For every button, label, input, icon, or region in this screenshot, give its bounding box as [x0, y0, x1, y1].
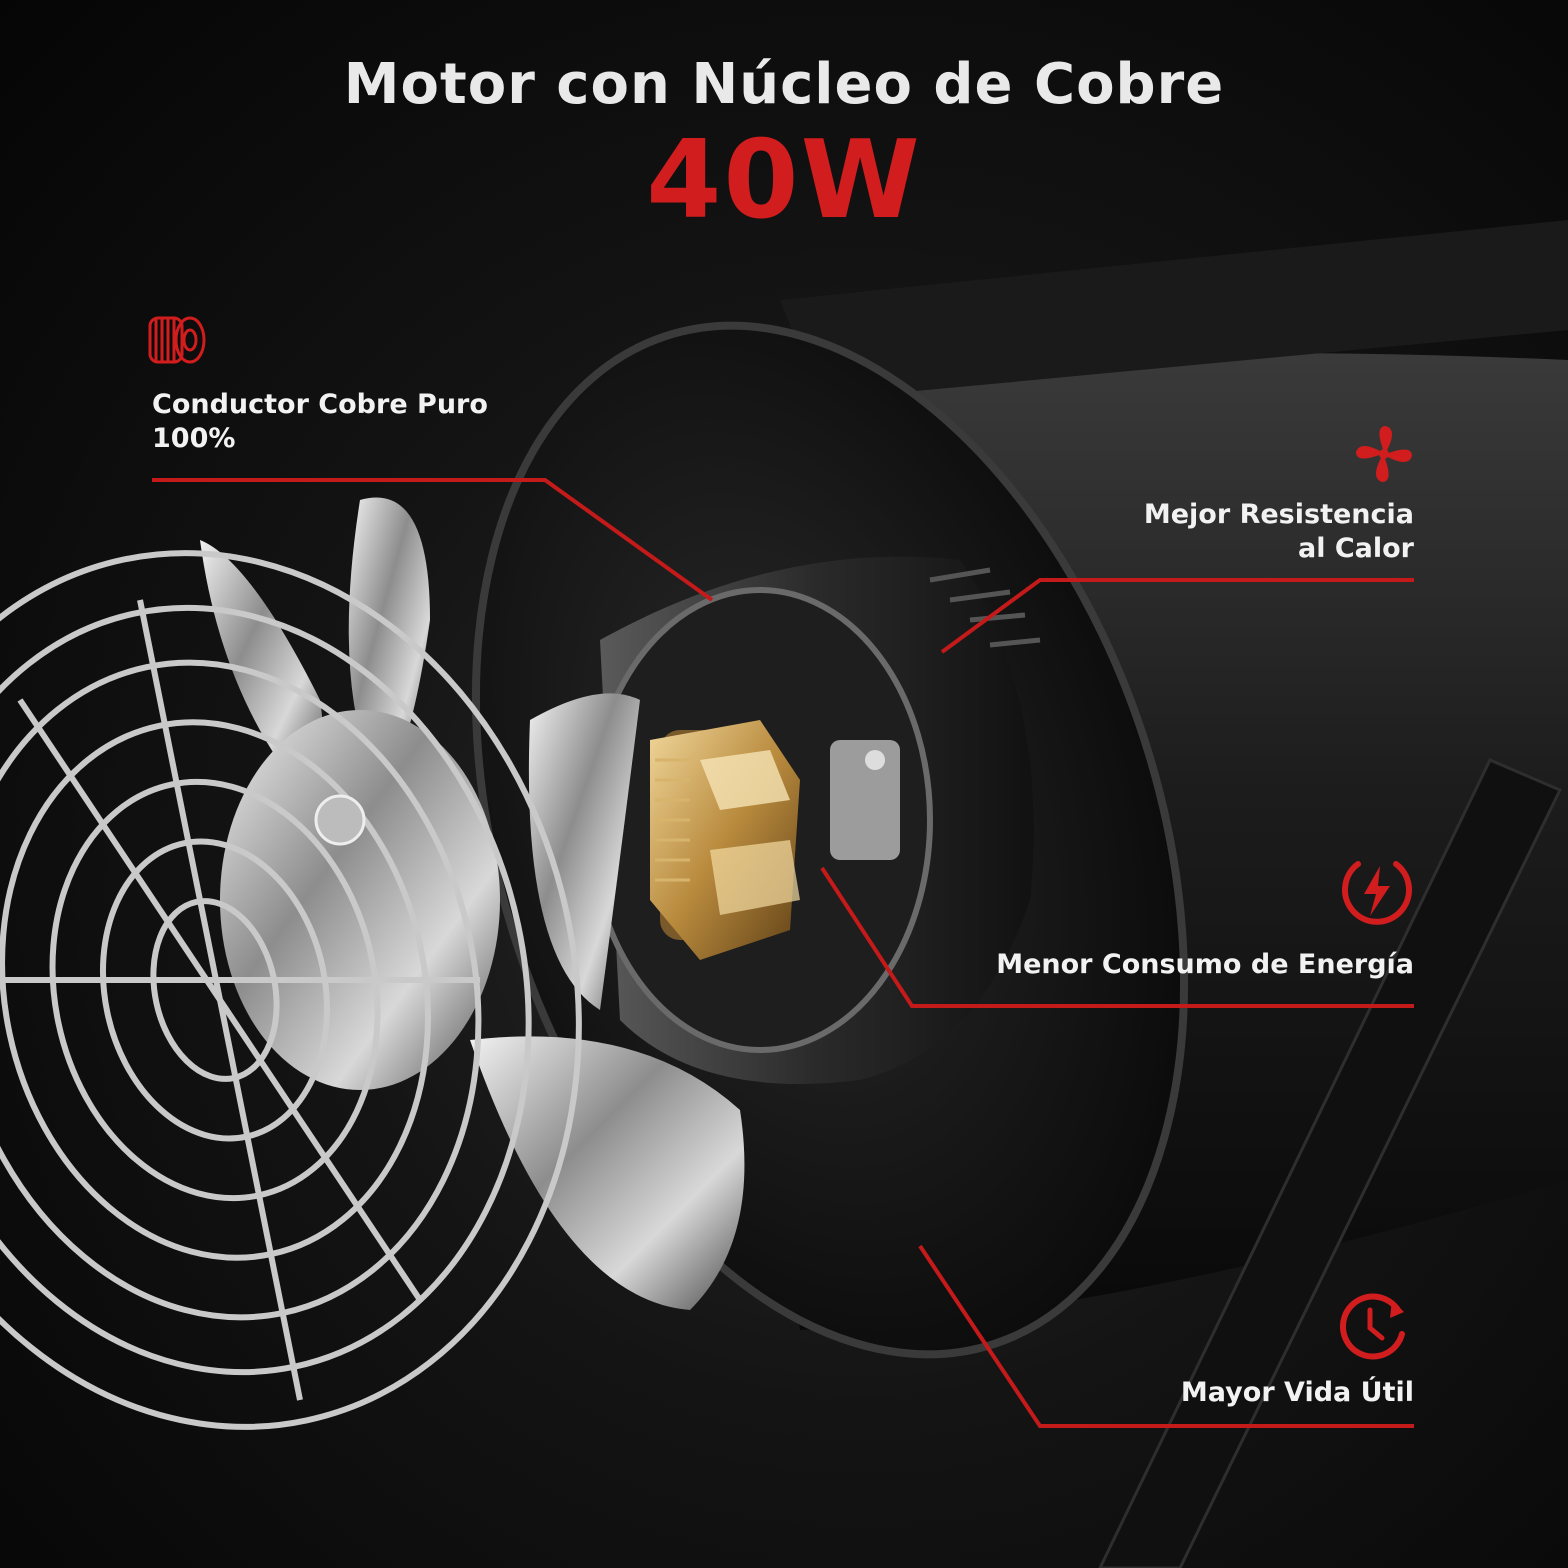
feature-life-label: Mayor Vida Útil: [1181, 1376, 1414, 1410]
lightning-power-icon: [1342, 861, 1412, 925]
feature-copper-line2: 100%: [152, 423, 236, 454]
feature-energy-label: Menor Consumo de Energía: [996, 948, 1414, 982]
hub-screw: [314, 794, 366, 846]
feature-heat-line2: al Calor: [1297, 533, 1414, 564]
feature-heat-label: Mejor Resistencia al Calor: [1144, 498, 1414, 566]
feature-heat-line1: Mejor Resistencia: [1143, 499, 1414, 530]
copper-coil-icon: [148, 316, 206, 364]
feature-life-line1: Mayor Vida Útil: [1180, 1377, 1414, 1408]
clock-refresh-icon: [1339, 1293, 1405, 1360]
feature-copper-label: Conductor Cobre Puro 100%: [152, 388, 488, 456]
top-bar: [780, 220, 1568, 400]
page-title: Motor con Núcleo de Cobre: [343, 52, 1225, 117]
callout-line-life: [918, 1244, 1414, 1428]
vent-slots: [929, 567, 1041, 648]
feature-copper-line1: Conductor Cobre Puro: [152, 389, 488, 420]
stand-leg: [1098, 758, 1563, 1568]
callout-line-heat: [940, 578, 1414, 654]
fan-icon: [1356, 426, 1412, 482]
callout-lines: [152, 478, 1414, 1428]
callout-line-energy: [820, 866, 1414, 1008]
power-rating: 40W: [646, 118, 922, 243]
callout-line-copper: [152, 478, 714, 602]
copper-stator: [650, 720, 900, 960]
fan-guard: [0, 550, 582, 1430]
feature-energy-line1: Menor Consumo de Energía: [996, 949, 1414, 980]
